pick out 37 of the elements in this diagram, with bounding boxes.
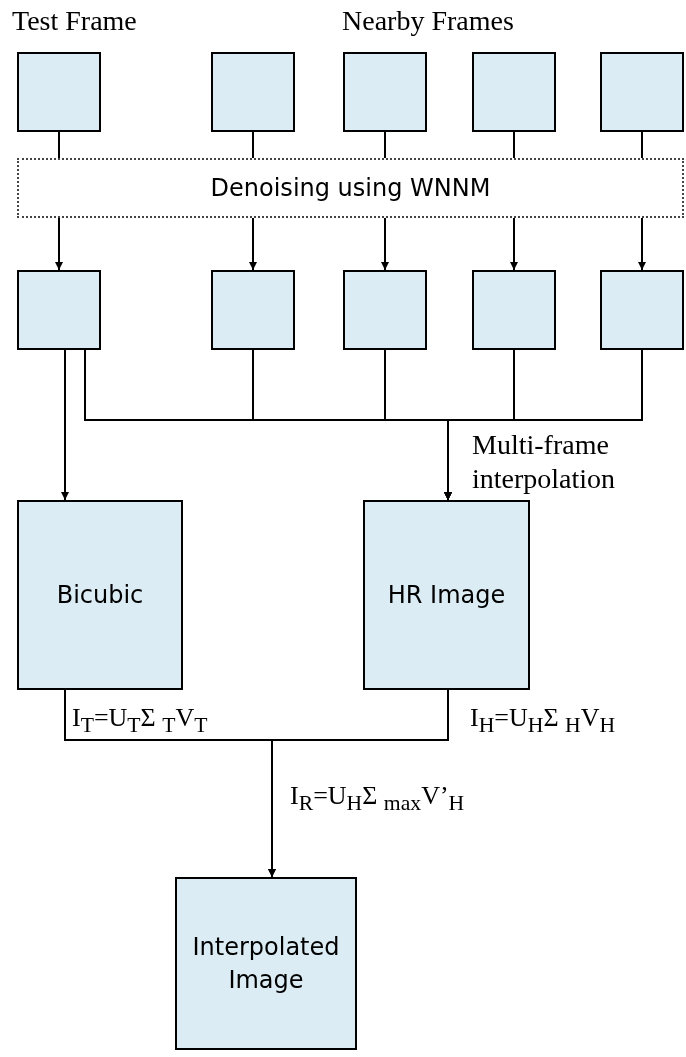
- arrow: [444, 349, 643, 501]
- node-label: Denoising using WNNM: [210, 172, 491, 204]
- frame-box: [17, 52, 101, 132]
- arrow: [510, 217, 518, 271]
- node-label: Bicubic: [56, 579, 144, 611]
- connector-line: [513, 131, 515, 159]
- process-band: [17, 158, 684, 218]
- frame-box: [600, 52, 684, 132]
- arrow: [249, 217, 257, 271]
- node-label: HR Image: [387, 579, 506, 611]
- frame-box: [211, 270, 295, 350]
- process-box: [363, 500, 530, 690]
- process-box: [17, 500, 183, 690]
- arrow: [61, 349, 69, 501]
- frame-box: [472, 270, 556, 350]
- connector-line: [641, 131, 643, 159]
- frame-box: [343, 52, 427, 132]
- arrow: [268, 689, 449, 878]
- formula-label: I$_{R}$=U$_{H}$Σ $_{max}$V’$_{H}$: [290, 780, 465, 817]
- connector-line: [384, 131, 386, 159]
- process-box: [175, 877, 357, 1050]
- formula-label: I$_{T}$=U$_{T}$Σ $_{T}$V$_{T}$: [72, 702, 208, 739]
- connector-line: [58, 131, 60, 159]
- frame-box: [600, 270, 684, 350]
- heading: Test Frame: [12, 4, 137, 38]
- frame-box: [211, 52, 295, 132]
- formula-label: I$_{H}$=U$_{H}$Σ $_{H}$V$_{H}$: [470, 702, 616, 739]
- arrow: [381, 217, 389, 271]
- connector-line: [252, 131, 254, 159]
- node-label: Interpolated Image: [191, 932, 341, 996]
- frame-box: [17, 270, 101, 350]
- frame-box: [472, 52, 556, 132]
- annotation: Multi-frame interpolation: [472, 428, 617, 496]
- frame-box: [343, 270, 427, 350]
- arrow: [55, 217, 63, 271]
- heading: Nearby Frames: [342, 4, 514, 38]
- arrow: [638, 217, 646, 271]
